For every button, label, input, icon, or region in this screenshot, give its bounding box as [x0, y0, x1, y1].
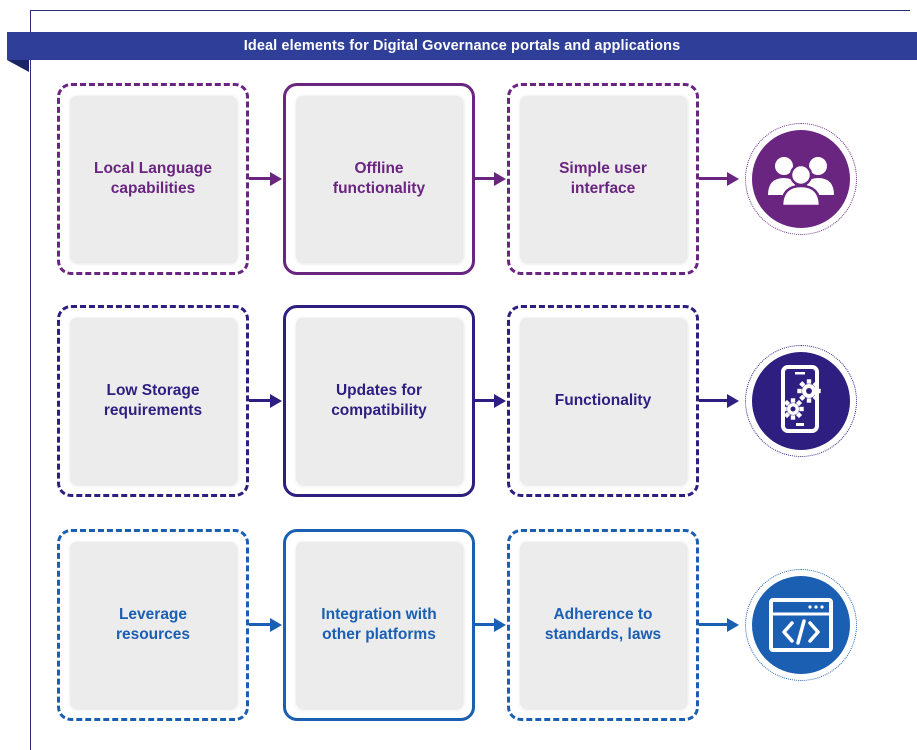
step-box: Adherence to standards, laws — [507, 529, 699, 721]
flow-arrow — [475, 172, 506, 186]
outer-frame — [30, 10, 910, 750]
step-label: Low Storage requirements — [70, 318, 236, 484]
step-box: Low Storage requirements — [57, 305, 249, 497]
mobile-settings-icon — [752, 352, 850, 450]
step-box: Updates for compatibility — [283, 305, 475, 497]
step-box: Simple user interface — [507, 83, 699, 275]
users-group-icon — [752, 130, 850, 228]
flow-arrow — [699, 618, 739, 632]
step-label: Simple user interface — [520, 96, 686, 262]
flow-arrow — [699, 172, 739, 186]
flow-arrow — [249, 172, 282, 186]
outcome-circle — [745, 345, 857, 457]
step-label: Integration with other platforms — [296, 542, 462, 708]
step-box: Offline functionality — [283, 83, 475, 275]
step-box: Leverage resources — [57, 529, 249, 721]
step-box: Integration with other platforms — [283, 529, 475, 721]
step-label: Leverage resources — [70, 542, 236, 708]
banner-fold — [7, 60, 29, 72]
flow-arrow — [475, 618, 506, 632]
step-label: Updates for compatibility — [296, 318, 462, 484]
step-label: Local Language capabilities — [70, 96, 236, 262]
step-label: Functionality — [520, 318, 686, 484]
flow-arrow — [249, 618, 282, 632]
outcome-circle — [745, 569, 857, 681]
flow-arrow — [249, 394, 282, 408]
step-box: Local Language capabilities — [57, 83, 249, 275]
step-label: Adherence to standards, laws — [520, 542, 686, 708]
step-label: Offline functionality — [296, 96, 462, 262]
outcome-circle — [745, 123, 857, 235]
step-box: Functionality — [507, 305, 699, 497]
code-window-icon — [752, 576, 850, 674]
diagram-title: Ideal elements for Digital Governance po… — [7, 32, 917, 60]
flow-arrow — [475, 394, 506, 408]
flow-arrow — [699, 394, 739, 408]
